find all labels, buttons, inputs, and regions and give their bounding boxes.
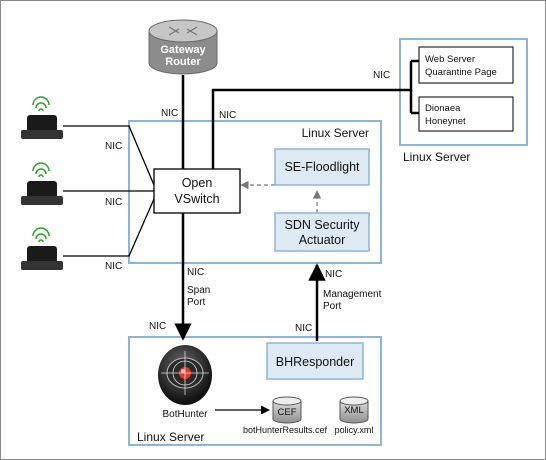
nic-label-ap3: NIC xyxy=(105,261,122,272)
access-point-1 xyxy=(21,96,63,139)
nic-label-span-top: NIC xyxy=(187,267,204,278)
linux-server-main-title: Linux Server xyxy=(302,126,369,140)
nic-label-mgmt-top: NIC xyxy=(325,269,342,280)
gateway-router: Gateway Router xyxy=(148,19,218,75)
xml-tag: XML xyxy=(344,405,364,416)
se-floodlight-label: SE-Floodlight xyxy=(284,160,360,174)
nic-label-router: NIC xyxy=(161,108,178,119)
nic-label-right-server: NIC xyxy=(373,70,390,81)
management-port-line2: Port xyxy=(323,301,342,312)
access-point-3 xyxy=(21,227,63,270)
open-vswitch-line1: Open xyxy=(182,176,213,190)
nic-label-span-bottom: NIC xyxy=(149,321,166,332)
web-server-line2: Quarantine Page xyxy=(425,67,497,78)
nic-label-ap2: NIC xyxy=(105,197,122,208)
cef-tag: CEF xyxy=(278,407,297,418)
linux-server-bottom-title: Linux Server xyxy=(137,430,204,444)
bothunter-label: BotHunter xyxy=(162,409,208,420)
sdn-security-actuator-box xyxy=(274,212,370,252)
bothunter-robot-icon xyxy=(158,345,212,405)
switch-to-right-server-link xyxy=(211,61,413,169)
dionaea-honeynet-box xyxy=(418,96,514,132)
actuator-line1: SDN Security xyxy=(284,218,360,232)
nic-label-ap1: NIC xyxy=(105,141,122,152)
access-point-2 xyxy=(21,162,63,205)
bhresponder-label: BHResponder xyxy=(276,355,355,369)
span-port-line1: Span xyxy=(187,285,210,296)
open-vswitch-box xyxy=(153,168,241,214)
xml-filename: policy.xml xyxy=(335,425,374,435)
cef-file-icon xyxy=(272,396,302,424)
management-port-line1: Management xyxy=(323,289,382,300)
gateway-label-line2: Router xyxy=(165,56,201,68)
xml-file-icon xyxy=(339,396,369,424)
web-server-line1: Web Server xyxy=(425,54,475,65)
span-port-line2: Port xyxy=(187,297,206,308)
nic-label-mgmt-bottom: NIC xyxy=(295,323,312,334)
open-vswitch-line2: VSwitch xyxy=(174,192,219,206)
honeynet-line2: Honeynet xyxy=(425,116,466,127)
ap1-link xyxy=(63,125,155,186)
gateway-label-line1: Gateway xyxy=(160,44,206,56)
web-server-box xyxy=(418,46,514,84)
linux-server-right-title: Linux Server xyxy=(403,150,470,164)
nic-label-switch-top: NIC xyxy=(219,110,236,121)
bhresponder-box xyxy=(266,342,364,380)
actuator-line2: Actuator xyxy=(299,233,346,247)
router-arrows-icon xyxy=(168,26,198,36)
se-floodlight-box xyxy=(274,148,370,186)
ap3-link xyxy=(63,198,155,257)
honeynet-line1: Dionaea xyxy=(425,103,461,114)
cef-filename: botHunterResults.cef xyxy=(243,425,328,435)
